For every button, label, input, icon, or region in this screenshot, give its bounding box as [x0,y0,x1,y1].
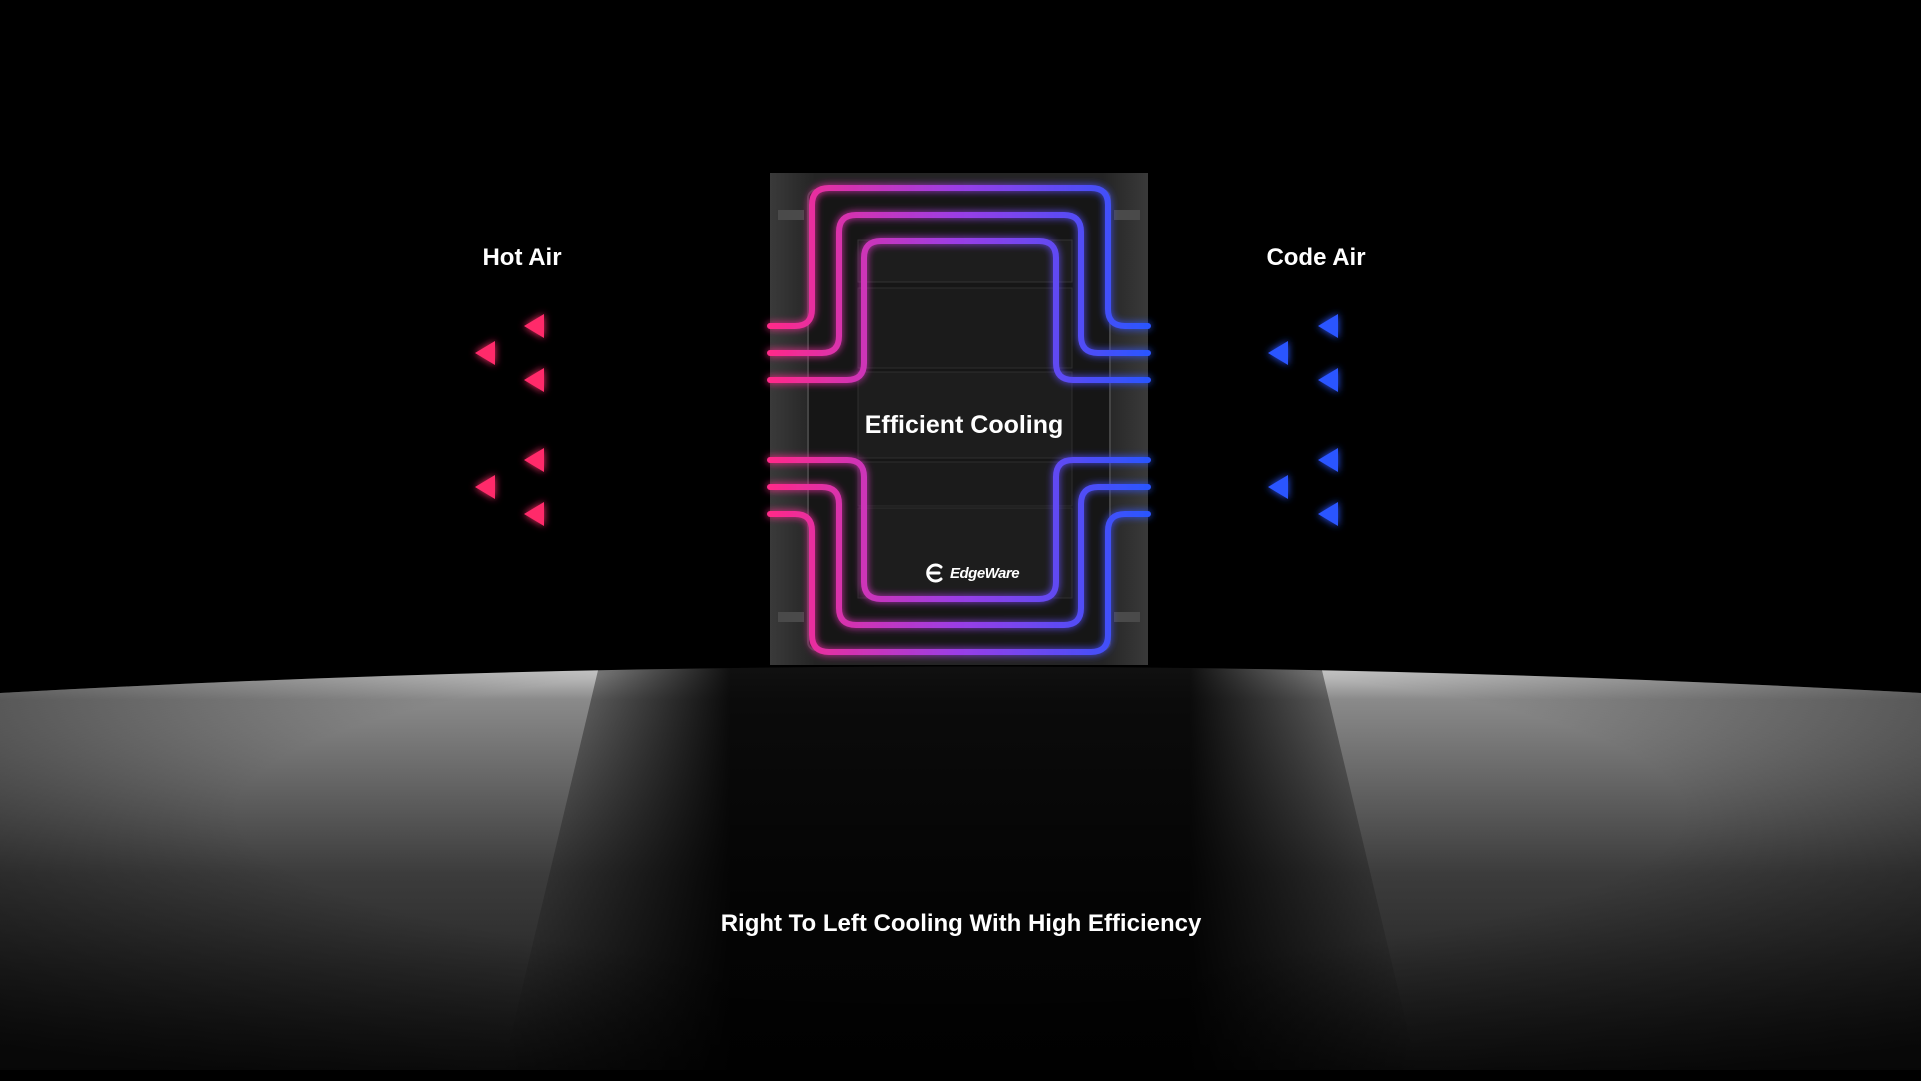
loop-outer-bottom [767,511,1151,655]
triangle-left-icon [1318,368,1338,392]
triangle-left-icon [475,341,495,365]
triangle-left-icon [1318,448,1338,472]
efficient-cooling-label: Efficient Cooling [864,411,1064,439]
triangle-left-icon [475,475,495,499]
brand-logo: EdgeWare [924,563,1020,583]
loop-middle-bottom [767,484,1151,628]
triangle-left-icon [524,448,544,472]
server-cabinet [770,173,1148,665]
brand-name: EdgeWare [950,564,1020,582]
hot-air-arrows [475,314,544,526]
triangle-left-icon [1268,475,1288,499]
edgeware-logo-icon [926,563,943,583]
triangle-left-icon [524,314,544,338]
cold-air-arrows [1268,314,1338,526]
triangle-left-icon [1318,314,1338,338]
triangle-left-icon [524,368,544,392]
triangle-left-icon [1268,341,1288,365]
cooling-loops [767,185,1151,655]
hot-air-label: Hot Air [482,244,562,271]
cold-air-label: Code Air [1266,244,1366,271]
hot-air-lines [247,323,775,517]
loop-inner-bottom [767,457,1151,602]
cold-air-lines [1143,323,1653,517]
loop-inner-top [767,238,1151,383]
triangle-left-icon [1318,502,1338,526]
triangle-left-icon [524,502,544,526]
loop-outer-top [767,185,1151,329]
diagram-caption: Right To Left Cooling With High Efficien… [720,910,1202,937]
loop-middle-top [767,212,1151,356]
